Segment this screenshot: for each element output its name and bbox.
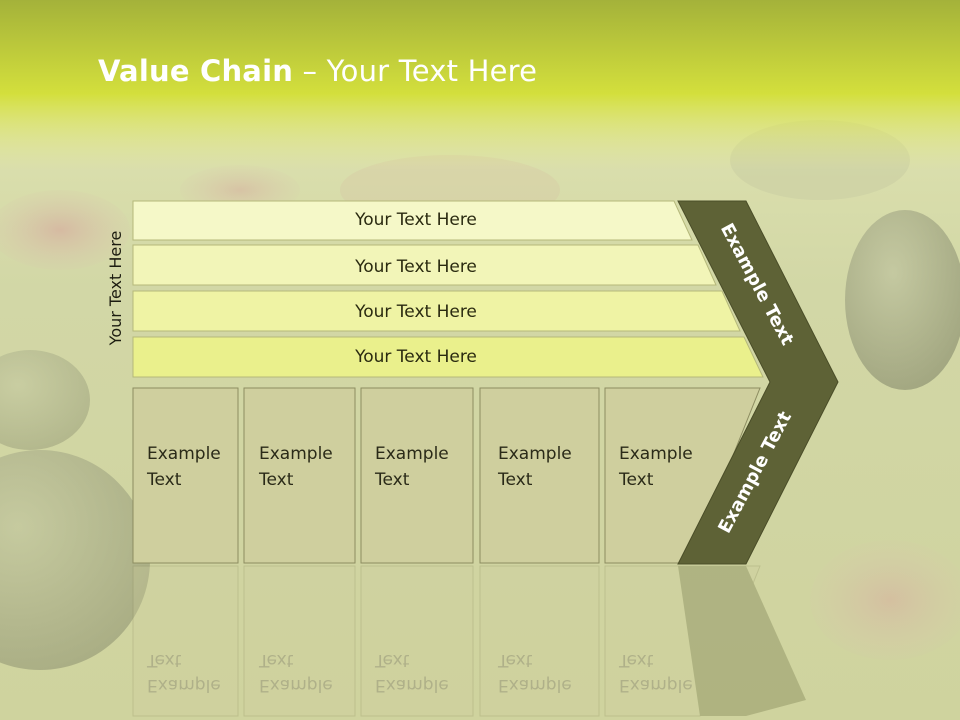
box-5-line2: Text (618, 470, 654, 490)
box-1-line2: Text (146, 470, 182, 490)
bar-4-label: Your Text Here (354, 347, 477, 367)
box-4[interactable] (479, 387, 600, 564)
reflection-label-5b: Example (619, 675, 693, 695)
reflection-label-3: Text (374, 650, 410, 670)
bar-1[interactable] (132, 200, 693, 241)
reflection-label-1b: Example (147, 675, 221, 695)
bar-3-label: Your Text Here (354, 302, 477, 322)
box-4-line2: Text (497, 470, 533, 490)
box-2[interactable] (243, 387, 356, 564)
box-1[interactable] (132, 387, 239, 564)
bar-4[interactable] (132, 336, 764, 378)
box-3[interactable] (360, 387, 474, 564)
reflection-label-2b: Example (259, 675, 333, 695)
side-label: Your Text Here (106, 231, 125, 347)
box-2-line1: Example (259, 444, 333, 464)
bar-3[interactable] (132, 290, 741, 332)
bar-2[interactable] (132, 244, 717, 286)
box-4-line1: Example (498, 444, 572, 464)
box-3-line1: Example (375, 444, 449, 464)
reflection-label-5: Text (618, 650, 654, 670)
chevron-arrow[interactable] (677, 200, 839, 565)
box-1-line1: Example (147, 444, 221, 464)
bar-2-label: Your Text Here (354, 257, 477, 277)
box-3-line2: Text (374, 470, 410, 490)
title-rest: – Your Text Here (293, 54, 538, 88)
reflection-label-3b: Example (375, 675, 449, 695)
bar-1-label: Your Text Here (354, 210, 477, 230)
reflection-label-2: Text (258, 650, 294, 670)
reflection-labels: Text Example Text Example Text Example T… (146, 650, 693, 695)
reflection-label-4b: Example (498, 675, 572, 695)
box-2-line2: Text (258, 470, 294, 490)
reflection (132, 565, 806, 717)
slide-title: Value Chain – Your Text Here (98, 54, 537, 88)
title-bold: Value Chain (98, 54, 294, 88)
box-5-line1: Example (619, 444, 693, 464)
reflection-label-4: Text (497, 650, 533, 670)
reflection-label-1: Text (146, 650, 182, 670)
